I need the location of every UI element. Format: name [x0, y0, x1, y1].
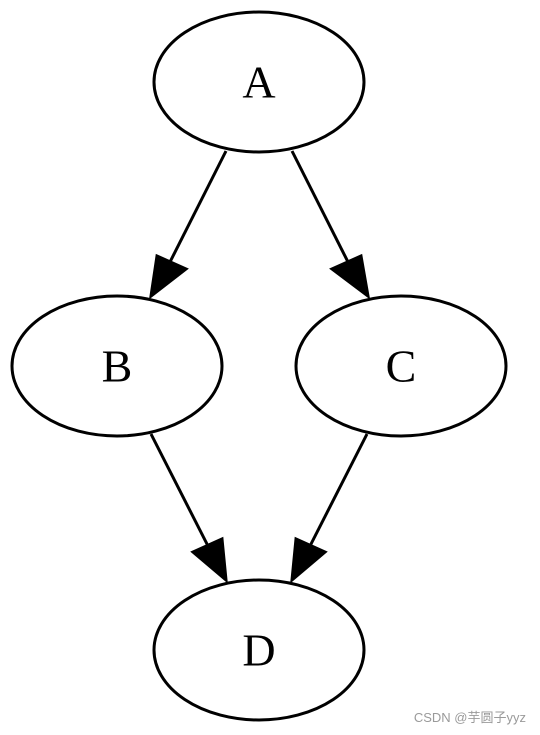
node-d: D: [152, 578, 366, 722]
edge-c-d-arrowhead: [290, 536, 328, 584]
node-b: B: [10, 294, 224, 438]
node-a-label: A: [242, 57, 275, 108]
edge-a-c: [290, 150, 371, 300]
edge-a-b: [148, 150, 228, 300]
edge-a-b-line: [168, 150, 228, 263]
node-b-label: B: [102, 341, 133, 392]
node-d-ellipse: [152, 578, 366, 722]
edge-b-d-arrowhead: [190, 536, 228, 584]
edge-c-d-line: [308, 433, 369, 547]
edge-b-d: [149, 433, 228, 584]
edge-a-b-arrowhead: [148, 253, 189, 300]
watermark: CSDN @芋圆子yyz: [413, 710, 526, 725]
edge-a-c-line: [290, 150, 350, 263]
node-c-ellipse: [294, 294, 508, 438]
node-c: C: [294, 294, 508, 438]
node-d-label: D: [242, 625, 275, 676]
edge-a-c-arrowhead: [329, 253, 371, 300]
node-a-ellipse: [152, 10, 366, 154]
edge-c-d: [290, 433, 369, 584]
node-b-ellipse: [10, 294, 224, 438]
edge-b-d-line: [149, 433, 210, 547]
node-c-label: C: [386, 341, 417, 392]
node-a: A: [152, 10, 366, 154]
